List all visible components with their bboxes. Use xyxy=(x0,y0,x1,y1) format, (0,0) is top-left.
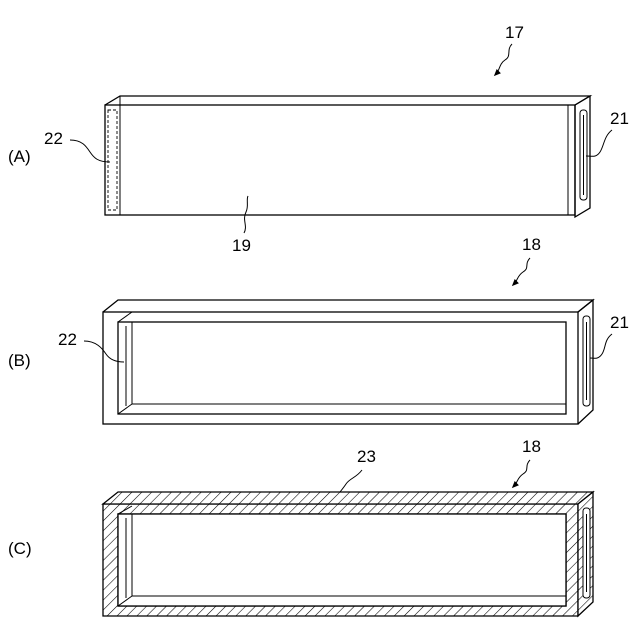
panel-a: (A) 17 22 21 19 xyxy=(8,23,629,255)
ref-17-arrow xyxy=(496,44,512,74)
ref-19-label: 19 xyxy=(232,236,251,255)
ref-17-label: 17 xyxy=(505,23,524,42)
ref-18-arrow-b xyxy=(514,258,530,284)
ref-23-label: 23 xyxy=(357,447,376,466)
panel-a-front-face xyxy=(105,105,575,215)
panel-b-inner-depth xyxy=(118,312,566,414)
ref-22-label-a: 22 xyxy=(44,129,63,148)
panel-b-frame-inner xyxy=(118,322,566,414)
panel-b-right-face xyxy=(578,300,593,424)
panel-label-b: (B) xyxy=(8,351,31,370)
ref-18-label-c: 18 xyxy=(522,437,541,456)
panel-a-left-end-dashed xyxy=(108,110,117,210)
ref-18-arrow-c xyxy=(514,460,530,486)
panel-c-top-face xyxy=(103,492,593,504)
ref-21-label-b: 21 xyxy=(610,313,629,332)
panel-c: (C) 18 23 xyxy=(8,437,593,616)
ref-22-label-b: 22 xyxy=(58,330,77,349)
panel-c-inner-opening xyxy=(118,514,566,606)
panel-a-top-face xyxy=(105,96,590,105)
ref-18-label-b: 18 xyxy=(522,235,541,254)
ref-22-leader-a xyxy=(70,140,110,162)
panel-label-a: (A) xyxy=(8,147,31,166)
panel-b-frame-outer xyxy=(103,312,578,424)
panel-b-top-face xyxy=(103,300,593,312)
ref-21-label-a: 21 xyxy=(610,109,629,128)
panel-label-c: (C) xyxy=(8,539,32,558)
panel-b: (B) 18 22 21 xyxy=(8,235,629,424)
